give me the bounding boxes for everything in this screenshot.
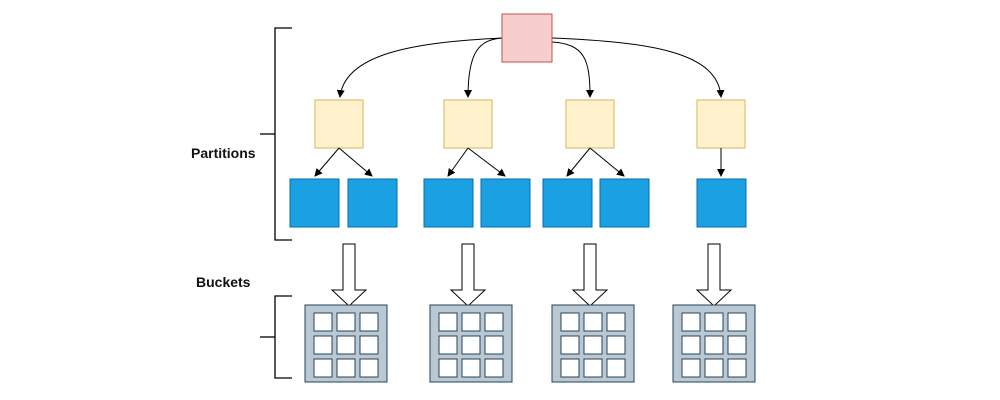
bucket-grid (672, 304, 756, 383)
subpartition-node (696, 178, 747, 228)
bucket-grid (551, 304, 635, 383)
partitions-bracket (260, 27, 292, 241)
bucket-grid (429, 304, 513, 383)
subpartition-node (289, 178, 340, 228)
buckets-label: Buckets (196, 274, 251, 290)
partitions-label: Partitions (191, 145, 256, 161)
subpartition-node (480, 178, 531, 228)
subpartition-node (599, 178, 650, 228)
bucket-grid (304, 304, 388, 383)
down-arrow-icon (571, 243, 609, 307)
partition-node (696, 99, 746, 149)
edge-root-partition-2 (464, 37, 503, 98)
edge-root-partition-4 (551, 37, 725, 98)
partition-node (443, 99, 493, 149)
down-arrow-icon (449, 243, 487, 307)
subpartition-nodes (289, 178, 747, 228)
down-arrow-icon (330, 243, 368, 307)
buckets-bracket (260, 295, 292, 379)
subpartition-node (542, 178, 593, 228)
partition-edges (314, 147, 725, 177)
bucket-grids (304, 304, 756, 383)
subpartition-node (347, 178, 398, 228)
partition-node (565, 99, 615, 149)
root-node (501, 13, 553, 63)
edge-root-partition-1 (336, 37, 503, 98)
partition-node (314, 99, 364, 149)
subpartition-node (423, 178, 474, 228)
down-arrows (330, 243, 733, 307)
edge-root-partition-3 (551, 41, 594, 98)
partition-nodes (314, 99, 746, 149)
root-edges (336, 37, 725, 98)
down-arrow-icon (695, 243, 733, 307)
